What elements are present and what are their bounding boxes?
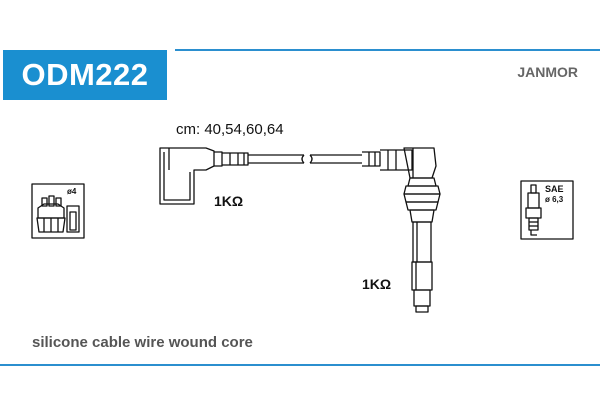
footer-rule: [0, 364, 600, 366]
product-code-badge: ODM222: [3, 50, 167, 100]
distributor-cap-icon: [31, 183, 85, 239]
resistance-label-plug: 1KΩ: [362, 276, 392, 292]
distributor-boot: [159, 147, 249, 205]
resistance-label-distributor: 1KΩ: [214, 193, 244, 209]
spark-plug-diameter-label: ø 6,3: [545, 195, 564, 204]
cable-lengths-label: cm: 40,54,60,64: [176, 121, 284, 138]
cable-description: silicone cable wire wound core: [32, 334, 253, 351]
cable-body: [248, 154, 362, 164]
spark-plug-standard-label: SAE: [545, 184, 564, 194]
spark-plug-boot: [362, 147, 441, 313]
spark-plug-icon: [520, 180, 574, 240]
header-rule: [175, 49, 600, 51]
distributor-diameter-label: ø4: [67, 187, 77, 196]
brand-name: JANMOR: [517, 64, 578, 80]
